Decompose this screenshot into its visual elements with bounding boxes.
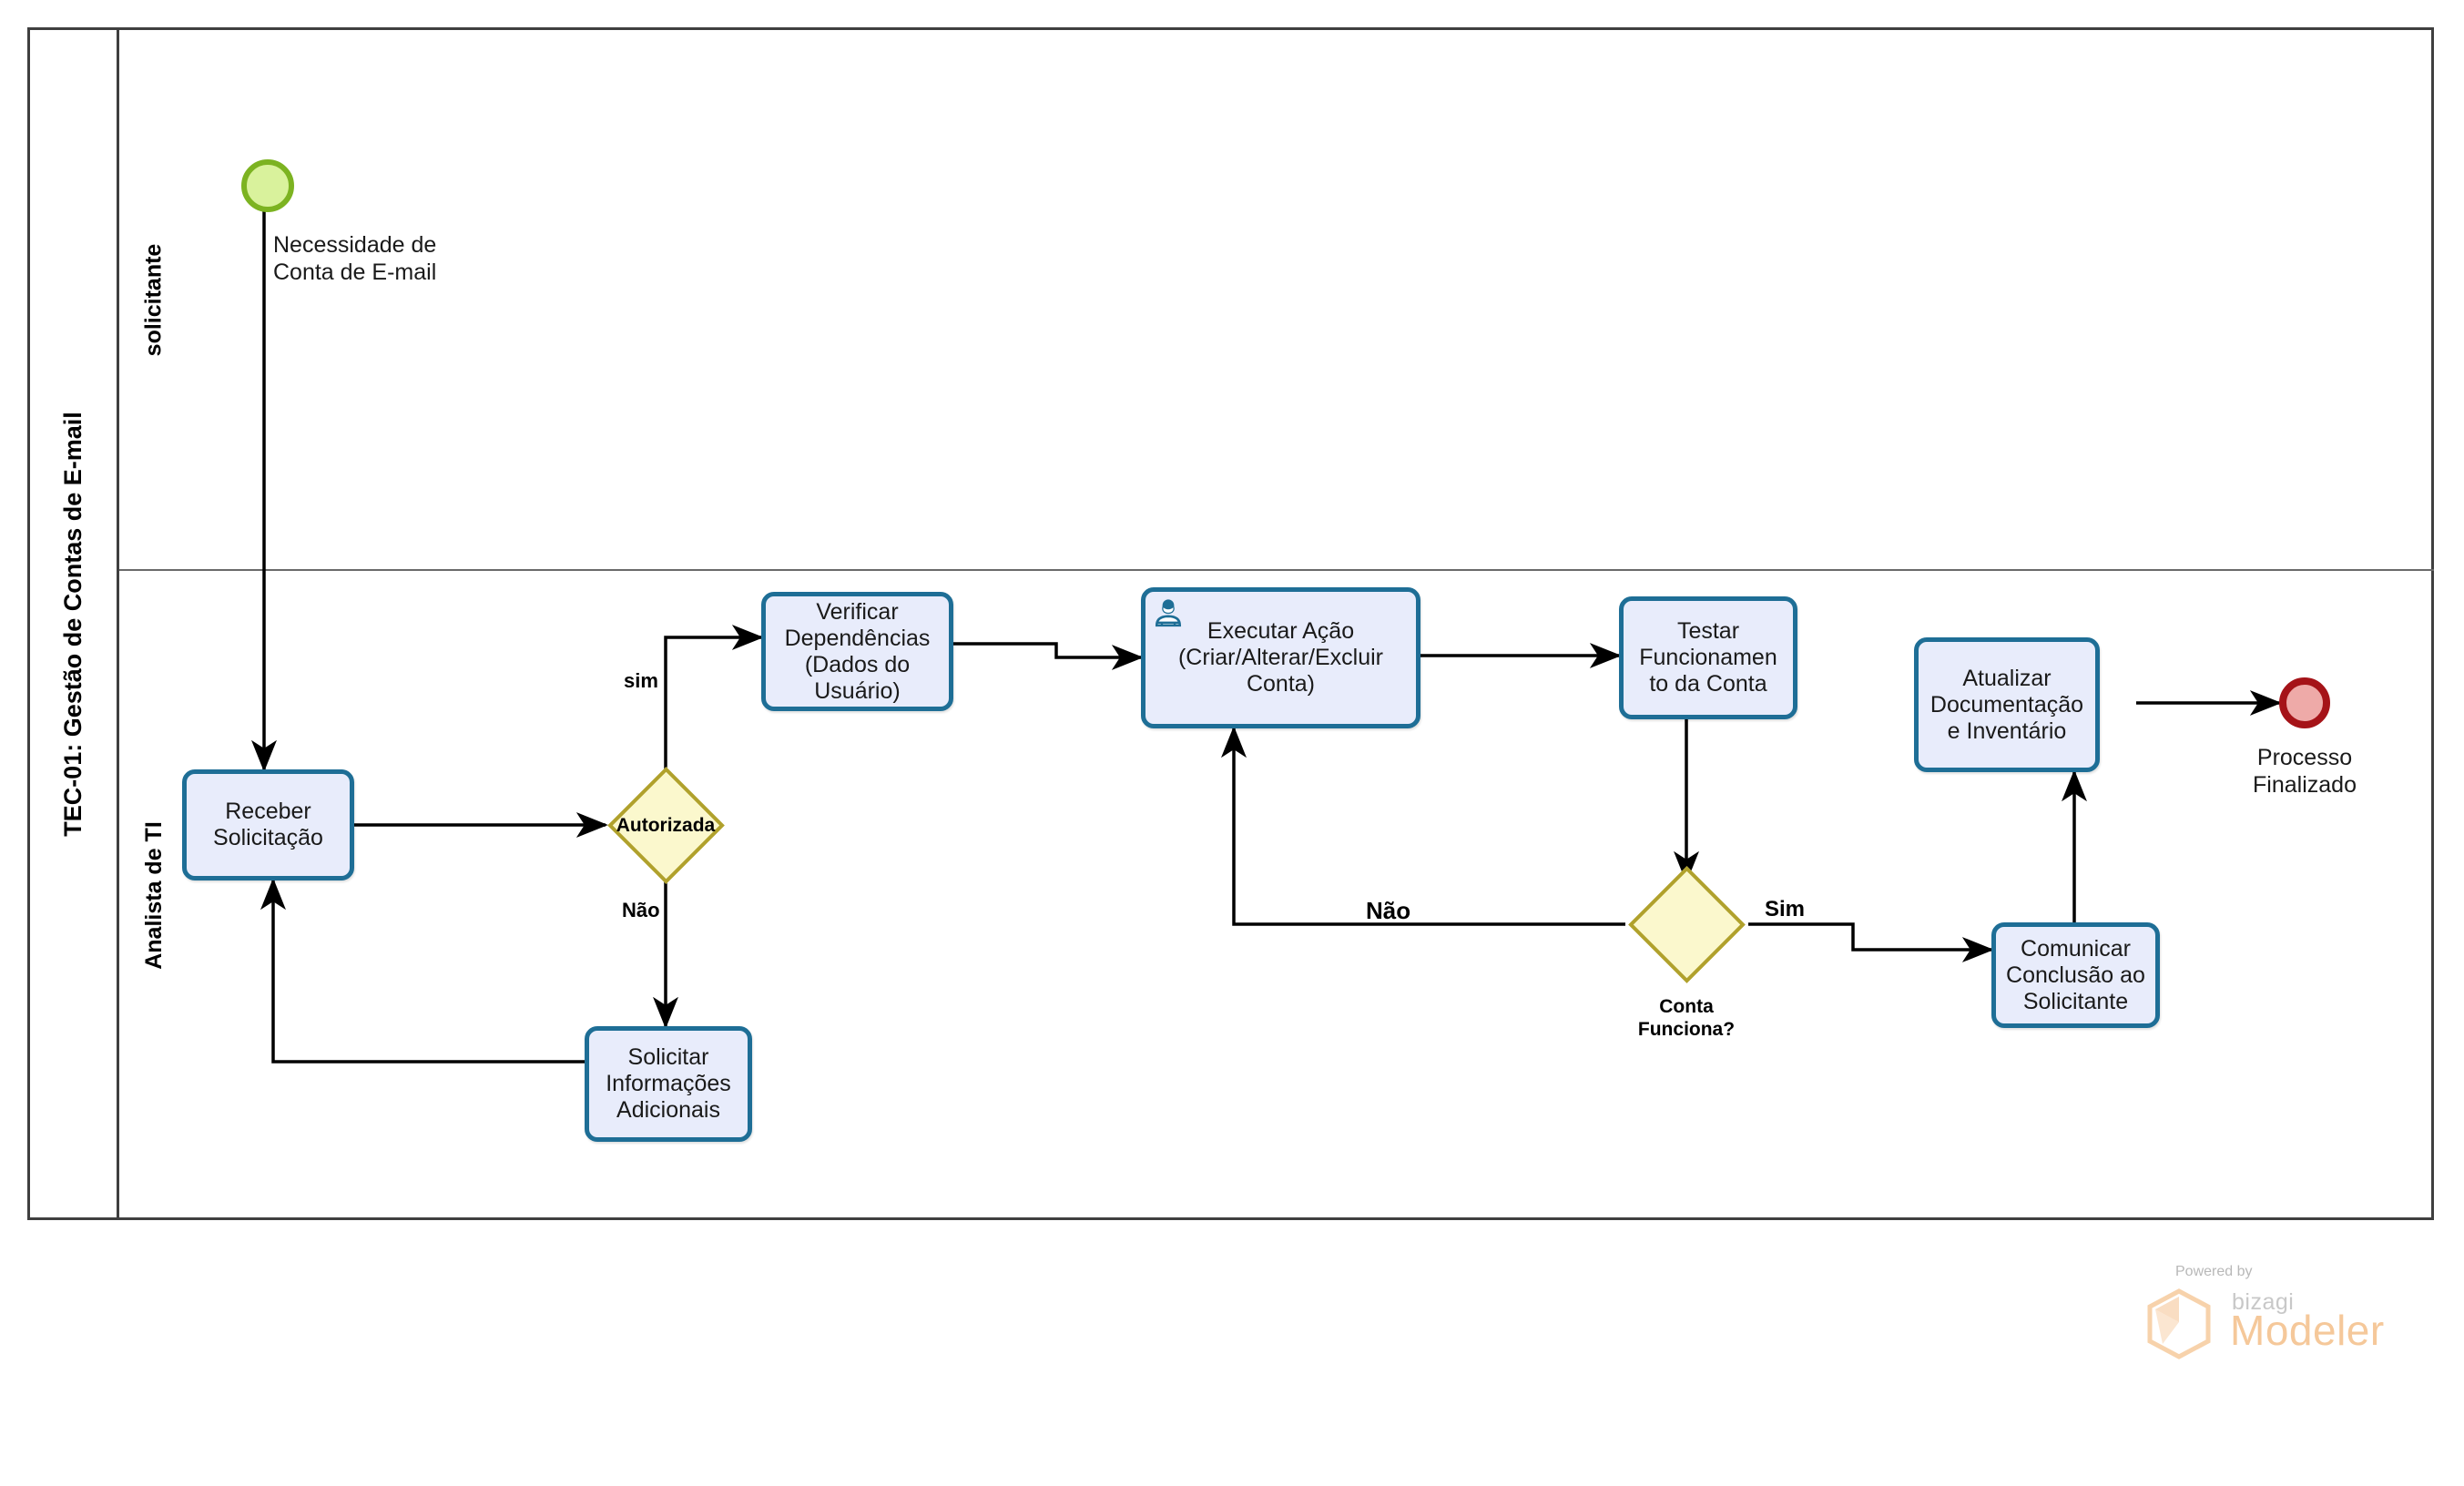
task-testar-funcionamento-da-conta-label: Testar Funcionamen to da Conta	[1639, 618, 1777, 697]
manual-user-icon	[1153, 597, 1184, 628]
task-receber-solicitacao-label: Receber Solicitação	[213, 799, 323, 850]
lane-solicitante-label: solicitante	[140, 243, 167, 356]
watermark-powered-by: Powered by	[2175, 1264, 2253, 1279]
task-comunicar-conclusao-ao-solicitante[interactable]: Comunicar Conclusão ao Solicitante	[1991, 922, 2160, 1028]
lane-analista-title-column: Analista de TI	[119, 571, 188, 1220]
task-atualizar-documentacao-e-inventario[interactable]: Atualizar Documentação e Inventário	[1914, 637, 2100, 772]
task-executar-acao-label: Executar Ação (Criar/Alterar/Excluir Con…	[1177, 618, 1384, 697]
lane-solicitante-title-column: solicitante	[119, 30, 188, 569]
pool-title-column: TEC-01: Gestão de Contas de E-mail	[30, 30, 119, 1217]
flow-label-conta-sim: Sim	[1765, 897, 1806, 921]
task-solicitar-informacoes-adicionais[interactable]: Solicitar Informações Adicionais	[585, 1026, 752, 1142]
lane-analista-label: Analista de TI	[140, 821, 167, 970]
gateway-conta-funciona-diamond	[1628, 866, 1746, 983]
flow-label-autorizada-nao: Não	[622, 899, 660, 921]
task-testar-funcionamento-da-conta[interactable]: Testar Funcionamen to da Conta	[1619, 596, 1797, 719]
task-executar-acao[interactable]: Executar Ação (Criar/Alterar/Excluir Con…	[1141, 587, 1420, 728]
task-comunicar-conclusao-ao-solicitante-label: Comunicar Conclusão ao Solicitante	[2006, 935, 2145, 1014]
end-event[interactable]	[2279, 677, 2330, 728]
watermark-brand: bizagi	[2232, 1289, 2295, 1315]
start-event-label: Necessidade de Conta de E-mail	[273, 232, 437, 285]
gateway-autorizada-label: Autorizada	[616, 815, 716, 836]
flow-label-autorizada-sim: sim	[624, 669, 658, 692]
task-solicitar-informacoes-adicionais-label: Solicitar Informações Adicionais	[606, 1044, 731, 1123]
bizagi-hexagon-logo-icon	[2144, 1288, 2214, 1365]
flow-label-conta-nao: Não	[1366, 897, 1411, 924]
bizagi-watermark: Powered by bizagi Modeler	[2144, 1264, 2390, 1359]
watermark-product: Modeler	[2230, 1307, 2385, 1354]
start-event[interactable]	[241, 159, 294, 212]
end-event-label: Processo Finalizado	[2253, 745, 2357, 798]
lane-solicitante[interactable]: solicitante	[119, 30, 2434, 571]
task-receber-solicitacao[interactable]: Receber Solicitação	[182, 769, 354, 880]
task-atualizar-documentacao-e-inventario-label: Atualizar Documentação e Inventário	[1929, 665, 2084, 744]
task-verificar-dependencias[interactable]: Verificar Dependências (Dados do Usuário…	[761, 592, 953, 711]
gateway-conta-funciona-label: Conta Funciona?	[1637, 996, 1736, 1040]
pool-title: TEC-01: Gestão de Contas de E-mail	[59, 411, 87, 837]
task-verificar-dependencias-label: Verificar Dependências (Dados do Usuário…	[784, 598, 931, 704]
gateway-conta-funciona[interactable]	[1628, 866, 1746, 983]
